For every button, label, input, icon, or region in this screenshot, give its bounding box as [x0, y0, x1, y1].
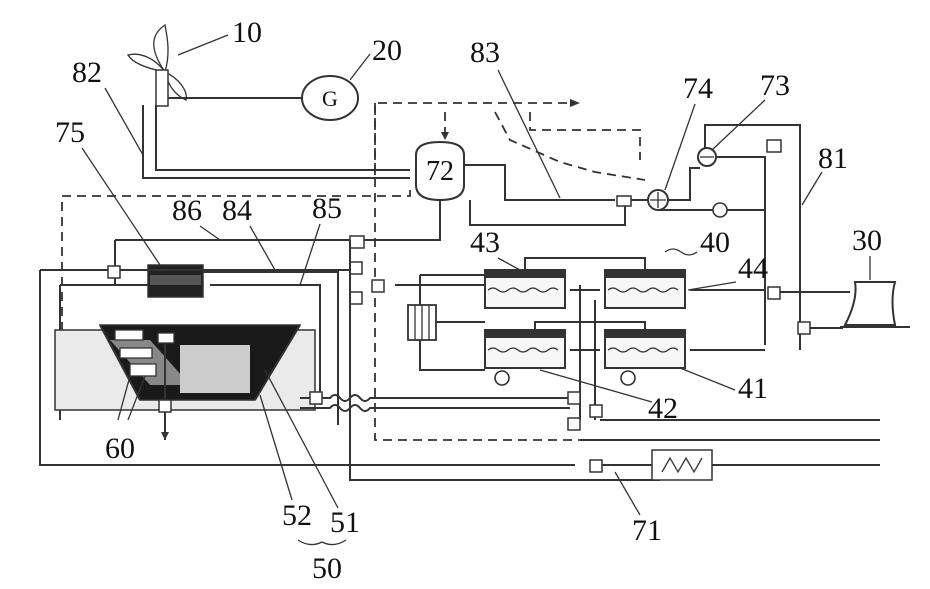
label-building-inner: 51 — [330, 506, 360, 539]
tank-43 — [485, 270, 565, 308]
label-pump-73: 73 — [760, 69, 790, 102]
label-line-83: 83 — [470, 36, 500, 69]
plate-heat-exchanger — [408, 305, 436, 340]
label-tank-44: 44 — [738, 252, 768, 285]
circulation-pump — [698, 148, 716, 166]
label-wind-turbine: 10 — [232, 16, 262, 49]
label-filter-unit: 75 — [55, 116, 85, 149]
label-heat-exchanger-74: 74 — [683, 72, 713, 105]
label-tank-42: 42 — [648, 392, 678, 425]
label-tank-43: 43 — [470, 226, 500, 259]
label-tank-41: 41 — [738, 372, 768, 405]
label-generator: 20 — [372, 34, 402, 67]
label-line-82: 82 — [72, 56, 102, 89]
pump-small — [713, 203, 727, 217]
heater — [652, 450, 712, 480]
heat-exchanger — [648, 190, 668, 210]
generator-symbol: G — [322, 86, 338, 111]
label-line-85: 85 — [312, 192, 342, 225]
tank-42 — [485, 330, 565, 368]
label-vessel-72: 72 — [426, 156, 454, 187]
cooling-tower — [840, 282, 910, 327]
label-sensors: 60 — [105, 432, 135, 465]
building — [55, 325, 315, 410]
label-cooling-tower: 30 — [852, 224, 882, 257]
label-line-84: 84 — [222, 194, 252, 227]
label-heater-71: 71 — [632, 514, 662, 547]
tank-41 — [605, 330, 685, 368]
wind-turbine — [128, 25, 186, 106]
label-building-outer: 52 — [282, 499, 312, 532]
labels: 10 20 82 83 74 73 81 30 75 86 84 85 72 4… — [55, 16, 882, 585]
generator: G — [302, 76, 358, 120]
valve-top-right — [767, 140, 781, 152]
label-line-86: 86 — [172, 194, 202, 227]
label-tank-group: 40 — [700, 226, 730, 259]
label-building: 50 — [312, 552, 342, 585]
tank-44 — [605, 270, 685, 308]
label-line-81: 81 — [818, 142, 848, 175]
